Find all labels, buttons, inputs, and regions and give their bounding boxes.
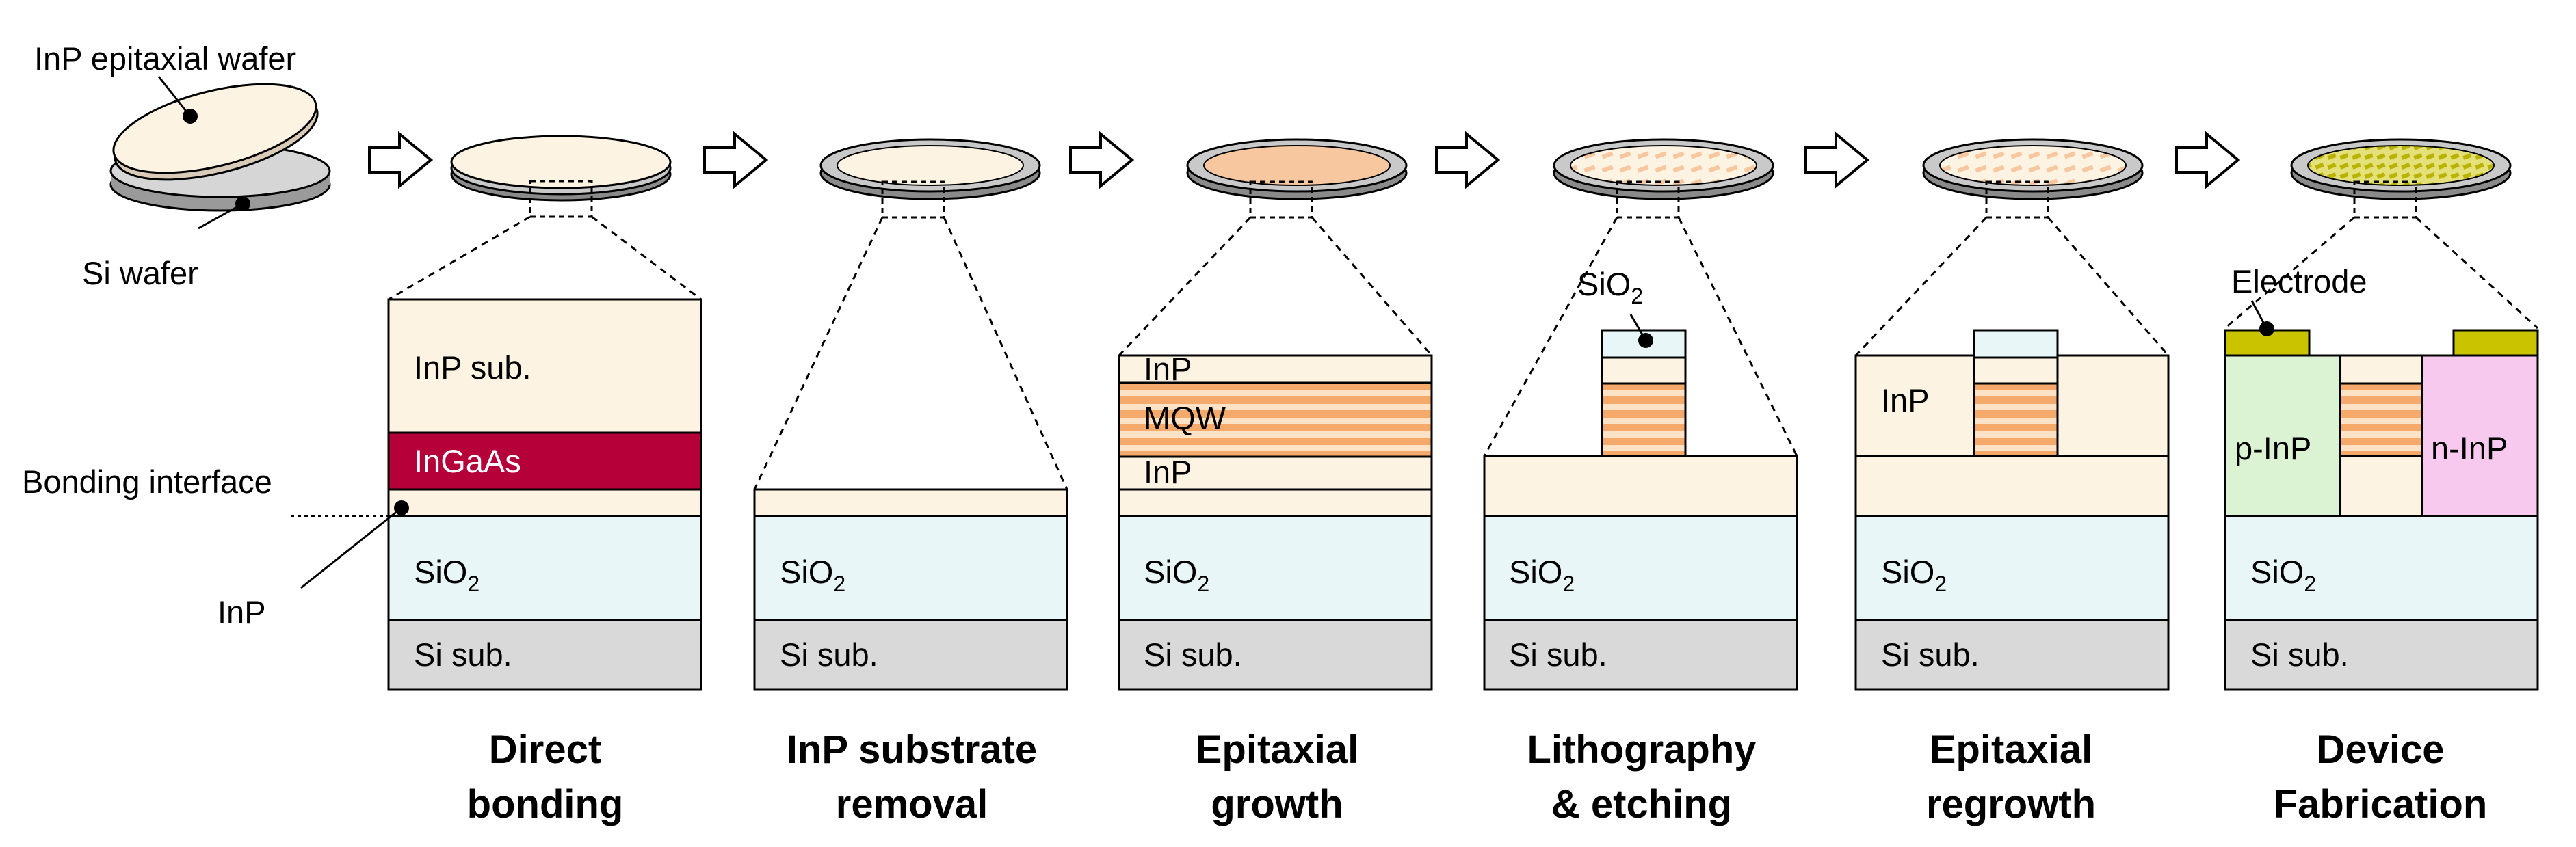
layer-stack — [2224, 329, 2539, 691]
layer-stack — [753, 488, 1068, 691]
sio2-label: SiO2 — [2250, 554, 2316, 596]
step-caption-line1: Direct — [489, 727, 601, 772]
inp-epitaxial-wafer-icon — [112, 83, 319, 181]
step-caption-line2: Fabrication — [2274, 782, 2488, 826]
sio2-label: SiO2 — [1509, 554, 1575, 596]
step-epitaxial-growth: InP MQW InP SiO2 Si sub. Epitaxial growt… — [1118, 138, 1433, 826]
si-wafer-label: Si wafer — [82, 255, 198, 291]
inp-epitaxial-wafer-label: InP epitaxial wafer — [34, 40, 296, 77]
dot-marker-icon — [183, 109, 198, 124]
p-inp-label: p-InP — [2235, 430, 2311, 466]
epi-wafer-leader — [157, 76, 192, 117]
step-caption-line1: Device — [2316, 727, 2444, 772]
n-inp-label: n-InP — [2431, 430, 2508, 466]
step-direct-bonding: InP sub. InGaAs SiO2 Si sub. Bonding int… — [22, 135, 702, 826]
arrow-right-icon — [1435, 131, 1501, 189]
step-caption-line1: Lithography — [1527, 727, 1756, 772]
step-caption-line2: bonding — [467, 782, 624, 826]
si-sub-label: Si sub. — [1509, 636, 1607, 673]
sio2-label: SiO2 — [1881, 554, 1947, 596]
step-caption-line1: InP substrate — [787, 727, 1037, 772]
inp-sub-label: InP sub. — [414, 349, 531, 386]
arrow-right-icon — [1804, 131, 1870, 189]
step-epitaxial-regrowth: InP SiO2 Si sub. Epitaxial regrowth — [1854, 138, 2170, 826]
wafer-icon — [1553, 138, 1774, 219]
inp-leader — [300, 507, 402, 589]
inp-bottom-label: InP — [1144, 454, 1192, 490]
step-caption-line1: Epitaxial — [1930, 727, 2093, 772]
layer-stack — [1483, 329, 1798, 691]
wafer-icon — [819, 138, 1041, 219]
dot-marker-icon — [1638, 333, 1653, 348]
electrode-label: Electrode — [2231, 263, 2367, 299]
step-caption-line1: Epitaxial — [1196, 727, 1359, 772]
dot-marker-icon — [2259, 321, 2274, 336]
dot-marker-icon — [394, 500, 409, 515]
electrode-right — [2452, 329, 2539, 357]
inp-regrowth-label: InP — [1881, 382, 1930, 418]
mqw-label: MQW — [1144, 400, 1226, 436]
arrow-right-icon — [2175, 131, 2241, 189]
process-arrows — [368, 131, 2241, 189]
arrow-right-icon — [1069, 131, 1135, 189]
si-sub-label: Si sub. — [414, 636, 512, 673]
step-caption-line2: & etching — [1551, 782, 1732, 826]
sio2-label: SiO2 — [780, 554, 845, 596]
bonding-interface-label: Bonding interface — [22, 463, 272, 500]
inp-pointer-label: InP — [218, 594, 266, 630]
step-caption-line2: regrowth — [1926, 782, 2096, 826]
sio2-mask-label: SiO2 — [1577, 266, 1643, 308]
si-wafer-leader — [198, 202, 244, 230]
si-sub-label: Si sub. — [780, 636, 878, 673]
inp-top-label: InP — [1144, 351, 1192, 387]
si-sub-label: Si sub. — [2250, 636, 2349, 673]
ingaas-label: InGaAs — [414, 443, 521, 479]
sio2-label: SiO2 — [414, 554, 479, 596]
step-inp-substrate-removal: SiO2 Si sub. InP substrate removal — [753, 138, 1068, 826]
wafer-icon — [1186, 138, 1408, 219]
si-sub-label: Si sub. — [1144, 636, 1242, 673]
layer-stack — [1118, 354, 1433, 691]
arrow-right-icon — [368, 131, 434, 189]
step-device-fabrication: Electrode p-InP n-InP SiO2 Si sub. Devic… — [2224, 138, 2539, 826]
step-caption-line2: removal — [836, 782, 988, 826]
layer-stack — [1854, 329, 2170, 691]
wafer-icon — [450, 135, 672, 218]
wafer-icon — [2290, 138, 2512, 219]
layer-stack — [387, 298, 702, 691]
sio2-label: SiO2 — [1144, 554, 1209, 596]
initial-wafers: InP epitaxial wafer Si wafer — [34, 40, 331, 291]
step-lithography-etching: SiO2 SiO2 Si sub. Lithography & etching — [1483, 138, 1798, 826]
arrow-right-icon — [703, 131, 769, 189]
si-sub-label: Si sub. — [1881, 636, 1980, 673]
dot-marker-icon — [235, 196, 250, 211]
wafer-icon — [1922, 138, 2144, 219]
step-caption-line2: growth — [1211, 782, 1343, 826]
